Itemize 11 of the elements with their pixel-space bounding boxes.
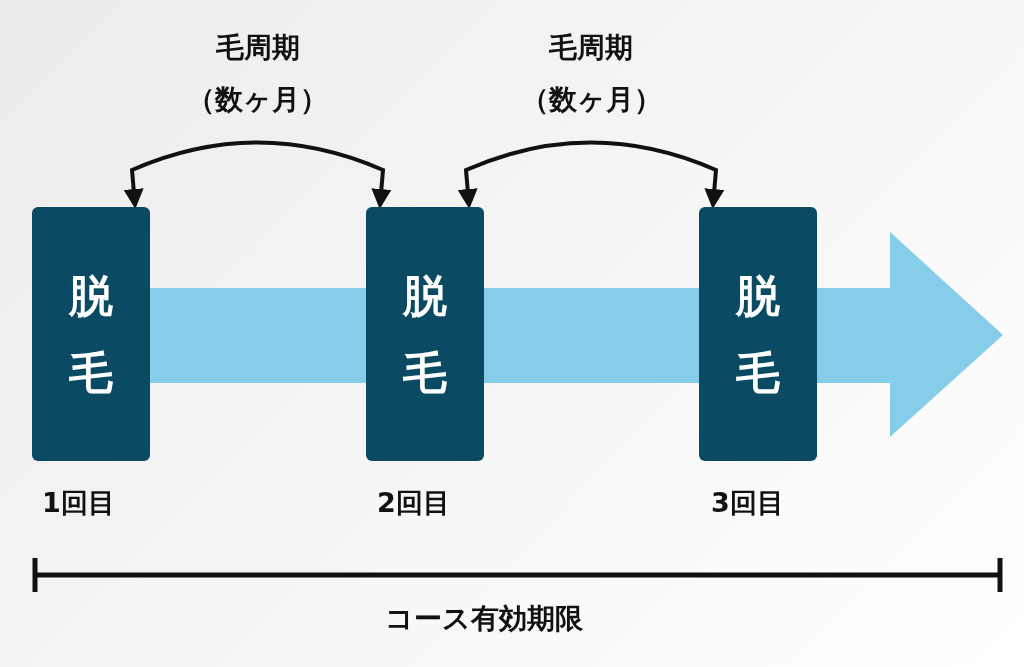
edge-label: 毛周期（数ヶ月） bbox=[186, 30, 329, 118]
edge-label: 毛周期（数ヶ月） bbox=[519, 30, 663, 118]
double-arrow bbox=[457, 140, 725, 209]
period-label: コース有効期限 bbox=[385, 601, 583, 637]
session-box: 脱毛 bbox=[32, 207, 150, 461]
session-number: 2回目 bbox=[377, 486, 450, 520]
session-number: 1回目 bbox=[42, 486, 115, 520]
session-box: 脱毛 bbox=[699, 207, 817, 461]
session-number: 3回目 bbox=[711, 486, 784, 520]
session-box: 脱毛 bbox=[366, 207, 484, 461]
double-arrow bbox=[123, 140, 392, 209]
